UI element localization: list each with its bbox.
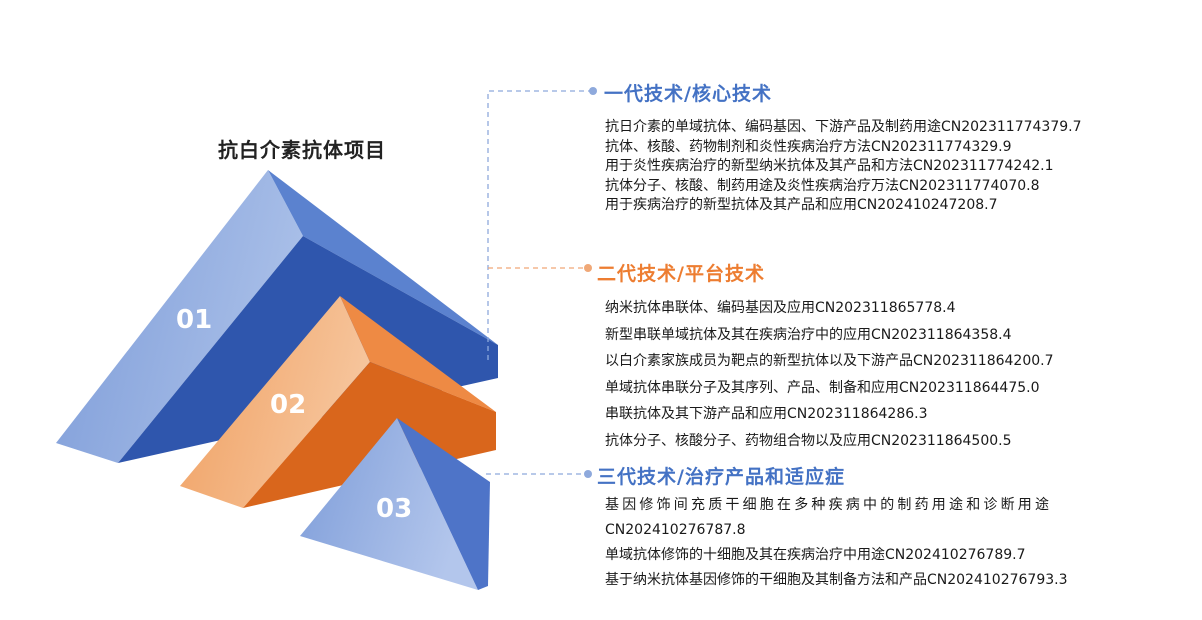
level-3-item: CN202410276787.8 [605,522,746,538]
bullet-dot-1 [589,87,597,95]
level-2-item: 纳米抗体串联体、编码基因及应用CN202311865778.4 [605,300,956,316]
level-1-item: 用于疾病治疗的新型抗体及其产品和应用CN202410247208.7 [605,197,998,213]
level-2-item: 抗体分子、核酸分子、药物组合物以及应用CN202311864500.5 [605,432,1012,449]
level-3-heading: 三代技术/治疗产品和适应症 [597,466,845,488]
pyramid-1-front-face [56,170,303,463]
level-2-item: 单域抗体串联分子及其序列、产品、制备和应用CN202311864475.0 [605,379,1040,396]
pyramid-2-front-face [180,296,370,508]
level-2-item: 新型串联单域抗体及其在疾病治疗中的应用CN202311864358.4 [605,326,1012,343]
level-2-number: 02 [270,390,307,420]
bullet-dot-2 [584,264,592,272]
connector-1 [487,90,592,360]
pyramid-3-front-face [300,418,478,590]
bullet-dot-3 [584,470,592,478]
level-3-item: 基于纳米抗体基因修饰的干细胞及其制备方法和产品CN202410276793.3 [605,572,1068,588]
level-2-list: 纳米抗体串联体、编码基因及应用CN202311865778.4 新型串联单域抗体… [605,295,1054,454]
pyramid-level-3 [300,418,490,590]
level-2-item: 串联抗体及其下游产品和应用CN202311864286.3 [605,406,928,422]
level-1-item: 用于炎性疾病治疗的新型纳米抗体及其产品和方法CN202311774242.1 [605,158,1054,174]
level-1-item: 抗体分子、核酸、制药用途及炎性疾病治疗万法CN202311774070.8 [605,177,1040,194]
level-2-item: 以白介素家族成员为靶点的新型抗体以及下游产品CN202311864200.7 [605,353,1054,369]
pyramid-2-side-face [243,362,496,508]
level-1-item: 抗日介素的单域抗体、编码基因、下游产品及制药用途CN202311774379.7 [605,119,1082,135]
pyramid-2-top-face [340,296,496,412]
level-3-item: 基因修饰间充质干细胞在多种疾病中的制药用途和诊断用途 [605,497,1053,513]
connectors [486,90,592,475]
level-3-number: 03 [376,494,413,524]
level-1-item: 抗体、核酸、药物制剂和炎性疾病治疗方法CN202311774329.9 [605,138,1012,155]
diagram-title: 抗白介素抗体项目 [218,138,386,162]
level-3-list: 基因修饰间充质干细胞在多种疾病中的制药用途和诊断用途 CN20241027678… [605,493,1068,593]
level-1-heading: 一代技术/核心技术 [604,83,772,105]
pyramid-3-side-face [397,418,490,590]
level-1-list: 抗日介素的单域抗体、编码基因、下游产品及制药用途CN202311774379.7… [605,118,1082,216]
pyramid-1-top-face [268,170,498,345]
pyramid-level-2 [180,296,496,508]
level-1-number: 01 [176,305,213,335]
level-3-item: 单域抗体修饰的十细胞及其在疾病治疗中用途CN202410276789.7 [605,547,1026,563]
level-2-heading: 二代技术/平台技术 [597,263,765,285]
